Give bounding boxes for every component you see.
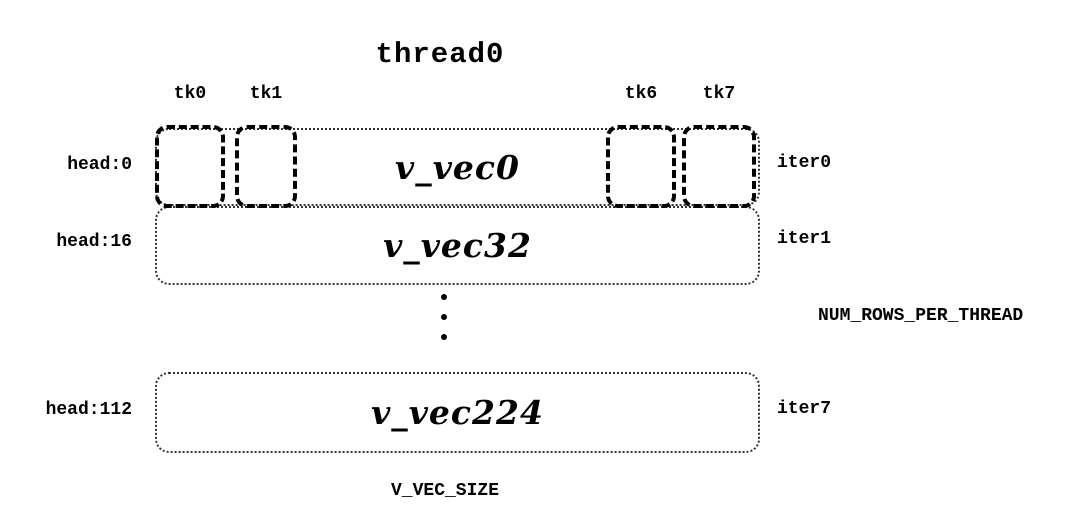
tk1-box [235, 125, 297, 208]
vector-label-v_vec32: v_vec32 [383, 226, 532, 265]
num-rows-per-thread-label: NUM_ROWS_PER_THREAD [818, 306, 1024, 326]
head-offset-112: head:112 [45, 400, 132, 420]
iteration-label-1: iter1 [777, 229, 832, 249]
ellipsis-dot [441, 334, 447, 340]
v-vec-size-label: V_VEC_SIZE [390, 481, 500, 501]
ellipsis-dot [441, 314, 447, 320]
iteration-label-0: iter0 [777, 153, 832, 173]
head-offset-0: head:0 [67, 155, 132, 175]
head-offset-16: head:16 [56, 232, 132, 252]
vector-label-v_vec224: v_vec224 [371, 393, 544, 432]
diagram-title: thread0 [375, 38, 505, 71]
tick-label-tk1: tk1 [249, 84, 283, 104]
tk0-box [155, 125, 225, 208]
tick-label-tk7: tk7 [702, 84, 736, 104]
vertical-ellipsis [441, 294, 447, 340]
tk7-box [682, 125, 756, 208]
ellipsis-dot [441, 294, 447, 300]
vector-row-iter1: v_vec32 [155, 206, 760, 285]
tick-label-tk6: tk6 [624, 84, 658, 104]
vector-row-iter7: v_vec224 [155, 372, 760, 453]
iteration-label-7: iter7 [777, 399, 832, 419]
tk6-box [606, 125, 676, 208]
vector-label-v_vec0: v_vec0 [395, 147, 520, 187]
tick-label-tk0: tk0 [173, 84, 207, 104]
